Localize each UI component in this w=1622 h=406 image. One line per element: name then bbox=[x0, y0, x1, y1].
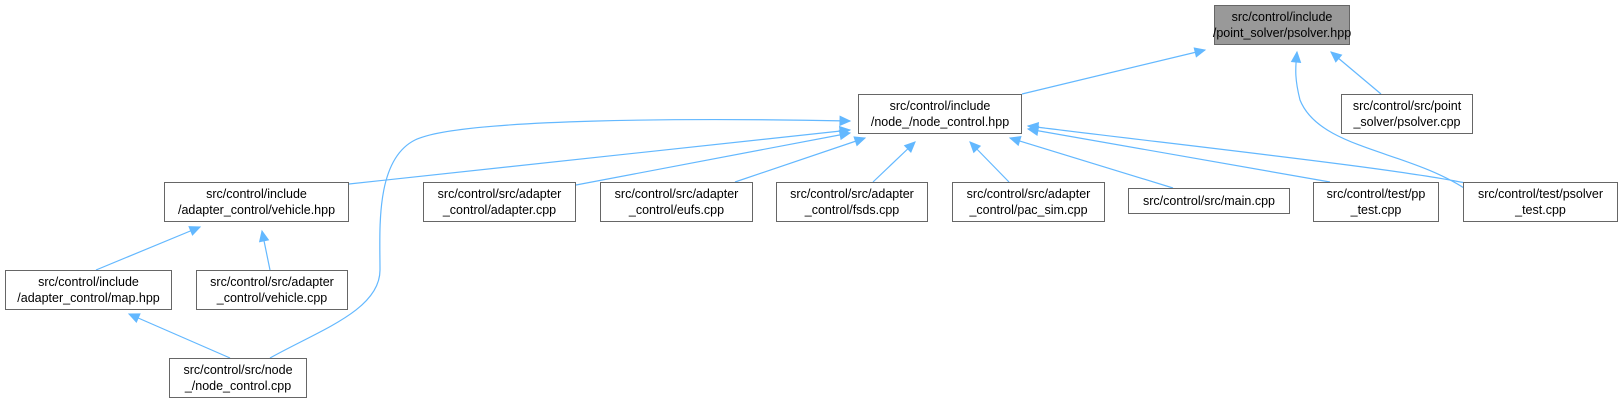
node-label-line: src/control/src/node bbox=[183, 363, 293, 377]
node-label-line: /point_solver/psolver.hpp bbox=[1212, 26, 1352, 40]
node-psolver-hpp[interactable]: src/control/include/point_solver/psolver… bbox=[1212, 5, 1352, 45]
arrowhead-icon bbox=[839, 115, 852, 127]
arrowhead-icon bbox=[969, 141, 982, 154]
edge-eufs_cpp-to-node_control_hpp bbox=[734, 136, 867, 183]
arrowhead-icon bbox=[1290, 50, 1302, 63]
edge-node_control_cpp-to-node_control_hpp bbox=[269, 115, 852, 359]
node-node-control-hpp[interactable]: src/control/include/node_/node_control.h… bbox=[858, 94, 1022, 134]
edge-vehicle_cpp-to-vehicle_hpp bbox=[258, 229, 271, 271]
node-label-line: src/control/include bbox=[889, 99, 991, 113]
arrowhead-icon bbox=[188, 226, 202, 236]
node-eufs-cpp[interactable]: src/control/src/adapter _control/eufs.cpp bbox=[600, 182, 753, 222]
node-label-line: src/control/include bbox=[1231, 10, 1333, 24]
edge-fsds_cpp-to-node_control_hpp bbox=[872, 141, 916, 183]
edge-pp_test_cpp-to-node_control_hpp bbox=[1026, 125, 1331, 183]
arrowhead-icon bbox=[1008, 136, 1022, 147]
node-label-line: /adapter_control/vehicle.hpp bbox=[177, 203, 336, 217]
node-psolver-test-cpp[interactable]: src/control/test/psolver _test.cpp bbox=[1463, 182, 1618, 222]
node-label-line: src/control/src/adapter bbox=[614, 187, 739, 201]
node-label-line: src/control/src/adapter bbox=[437, 187, 562, 201]
edge-psolver_test_cpp-to-psolver_hpp bbox=[1290, 50, 1471, 193]
node-label-line: _solver/psolver.cpp bbox=[1353, 115, 1461, 129]
node-pac-sim-cpp[interactable]: src/control/src/adapter _control/pac_sim.… bbox=[952, 182, 1105, 222]
arrowhead-icon bbox=[1330, 51, 1343, 63]
node-adapter-cpp[interactable]: src/control/src/adapter _control/adapter.… bbox=[423, 182, 576, 222]
node-label-line: src/control/src/adapter bbox=[790, 187, 914, 201]
edge-psolver_test_cpp-to-node_control_hpp bbox=[1026, 122, 1471, 185]
node-label-line: /adapter_control/map.hpp bbox=[17, 291, 160, 305]
node-main-cpp[interactable]: src/control/src/main.cpp bbox=[1128, 188, 1290, 214]
node-label-line: src/control/src/adapter bbox=[966, 187, 1091, 201]
node-label-line: src/control/src/main.cpp bbox=[1143, 194, 1275, 208]
node-label-line: src/control/src/point bbox=[1352, 99, 1462, 113]
node-vehicle-cpp[interactable]: src/control/src/adapter _control/vehicle.… bbox=[196, 270, 348, 310]
node-label-line: _control/adapter.cpp bbox=[442, 203, 557, 217]
node-label-line: _control/eufs.cpp bbox=[628, 203, 725, 217]
node-label-line: _control/fsds.cpp bbox=[804, 203, 900, 217]
edge-main_cpp-to-node_control_hpp bbox=[1008, 136, 1174, 189]
node-label-line: src/control/include bbox=[38, 275, 139, 289]
arrowhead-icon bbox=[258, 229, 270, 243]
node-label-line: _test.cpp bbox=[1515, 203, 1566, 217]
node-map-hpp[interactable]: src/control/include/adapter_control/map.… bbox=[5, 270, 172, 310]
node-node-control-cpp[interactable]: src/control/src/node _/node_control.cpp bbox=[169, 358, 307, 398]
node-label-line: src/control/src/adapter bbox=[210, 275, 334, 289]
node-label-line: _/node_control.cpp bbox=[184, 379, 292, 393]
node-label-line: src/control/test/pp bbox=[1326, 187, 1426, 201]
arrowhead-icon bbox=[853, 136, 867, 147]
node-psolver-cpp[interactable]: src/control/src/point _solver/psolver.cpp bbox=[1341, 94, 1473, 134]
node-pp-test-cpp[interactable]: src/control/test/pp _test.cpp bbox=[1313, 182, 1439, 222]
edge-pac_sim_cpp-to-node_control_hpp bbox=[969, 141, 1010, 183]
arrowhead-icon bbox=[127, 313, 141, 324]
arrowhead-icon bbox=[903, 141, 916, 154]
node-label-line: _control/vehicle.cpp bbox=[216, 291, 328, 305]
edge-node_control_hpp-to-psolver_hpp bbox=[1021, 47, 1207, 95]
edge-map_hpp-to-vehicle_hpp bbox=[95, 226, 202, 271]
edge-psolver_cpp-to-psolver_hpp bbox=[1330, 51, 1382, 95]
node-vehicle-hpp[interactable]: src/control/include/adapter_control/vehi… bbox=[164, 182, 349, 222]
node-label-line: _test.cpp bbox=[1350, 203, 1402, 217]
arrowhead-icon bbox=[1193, 47, 1207, 58]
node-label-line: src/control/test/psolver bbox=[1477, 187, 1604, 201]
node-fsds-cpp[interactable]: src/control/src/adapter _control/fsds.cpp bbox=[776, 182, 928, 222]
edge-node_control_cpp-to-map_hpp bbox=[127, 313, 231, 359]
node-label-line: _control/pac_sim.cpp bbox=[969, 203, 1088, 217]
node-label-line: /node_/node_control.hpp bbox=[870, 115, 1010, 129]
node-label-line: src/control/include bbox=[206, 187, 307, 201]
arrowhead-icon bbox=[1026, 122, 1040, 133]
arrowhead-icon bbox=[838, 129, 852, 141]
edge-adapter_cpp-to-node_control_hpp bbox=[575, 129, 852, 186]
edge-vehicle_hpp-to-node_control_hpp bbox=[348, 125, 852, 185]
